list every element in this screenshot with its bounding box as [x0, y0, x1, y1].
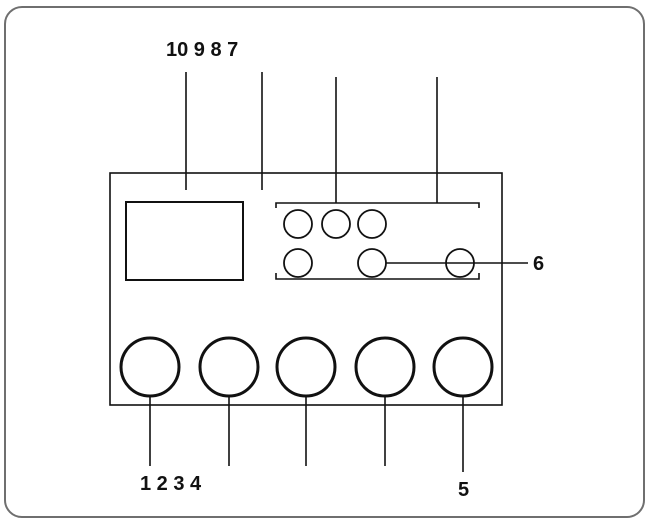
label-five: 5	[458, 479, 470, 501]
top-bracket	[275, 202, 480, 208]
small-button-5	[357, 248, 387, 278]
label-bottom: 1 2 3 4	[140, 473, 202, 495]
knob-4	[354, 336, 416, 398]
small-button-4	[283, 248, 313, 278]
label-top: 10 9 8 7	[166, 39, 239, 61]
knob-5	[432, 336, 494, 398]
outer-frame	[4, 6, 645, 518]
label-six: 6	[533, 253, 545, 275]
control-panel	[109, 172, 503, 406]
bottom-bracket	[275, 273, 480, 280]
knob-3	[275, 336, 337, 398]
small-button-2	[321, 209, 351, 239]
small-button-3	[357, 209, 387, 239]
knob-1	[119, 336, 181, 398]
display-screen	[125, 201, 244, 281]
knob-2	[198, 336, 260, 398]
small-button-1	[283, 209, 313, 239]
